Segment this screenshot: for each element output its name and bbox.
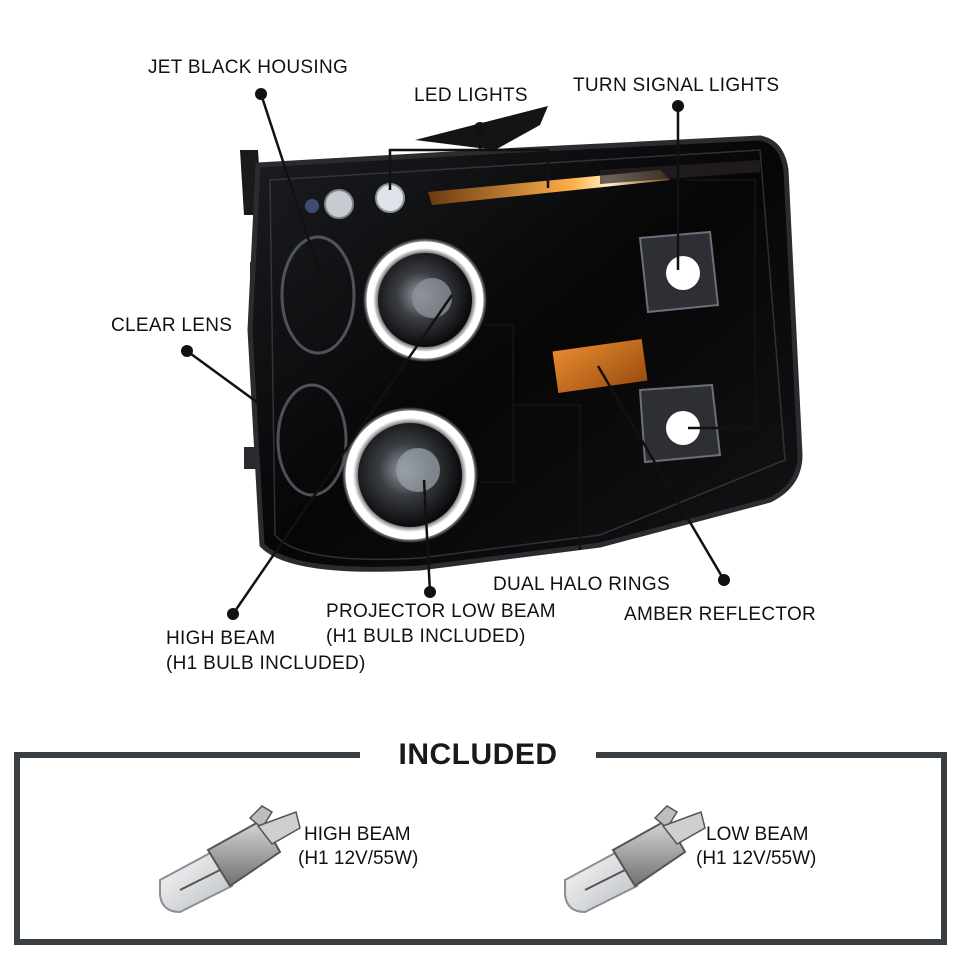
included-heading: INCLUDED [360, 733, 596, 777]
low-beam-projector [342, 407, 478, 543]
label-turn-signal-lights: TURN SIGNAL LIGHTS [573, 75, 780, 96]
bulb-label-low-beam: LOW BEAM (H1 12V/55W) [696, 824, 817, 869]
turn-signal-reflectors [638, 230, 722, 464]
label-high-beam: HIGH BEAM (H1 BULB INCLUDED) [166, 628, 366, 674]
h1-bulb-low-beam-illustration [564, 805, 706, 914]
label-projector-low-beam: PROJECTOR LOW BEAM (H1 BULB INCLUDED) [326, 601, 556, 647]
bulb-label-high-beam: HIGH BEAM (H1 12V/55W) [298, 824, 419, 869]
callout-leaders [186, 93, 757, 615]
label-dual-halo-rings: DUAL HALO RINGS [493, 574, 670, 595]
callout-dots [181, 88, 730, 620]
amber-reflector [552, 338, 648, 394]
label-jet-black-housing: JET BLACK HOUSING [148, 57, 349, 78]
outer-halo-accents [276, 235, 356, 497]
label-clear-lens: CLEAR LENS [111, 315, 233, 336]
label-led-lights: LED LIGHTS [414, 85, 528, 106]
h1-bulb-high-beam-illustration [159, 805, 301, 914]
label-amber-reflector: AMBER REFLECTOR [624, 604, 817, 625]
high-beam-projector [363, 238, 487, 362]
